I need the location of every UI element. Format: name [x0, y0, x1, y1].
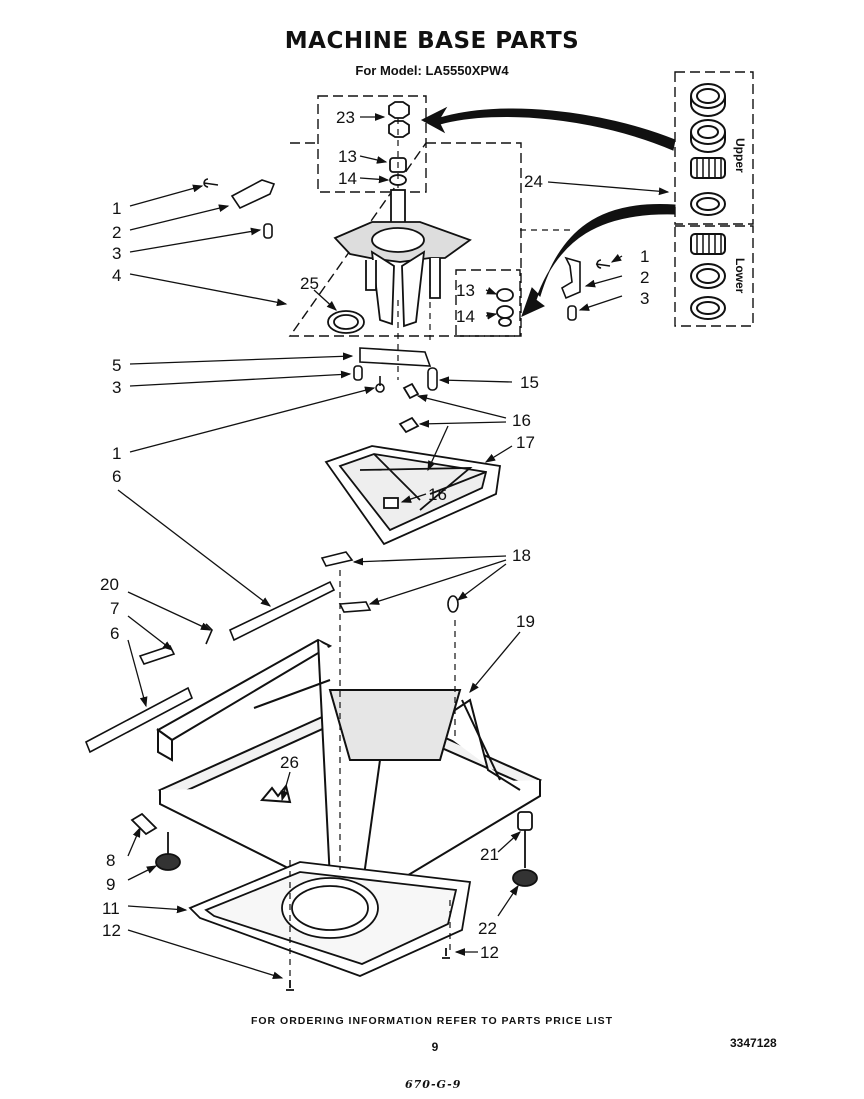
- callout-8: 8: [106, 851, 115, 870]
- alignment-dashed-lines: [289, 118, 570, 980]
- callout-leader-lines: [117, 113, 670, 980]
- callout-22: 22: [478, 919, 497, 938]
- callout-14-lower: 14: [456, 307, 475, 326]
- bearing-kit-panel: [690, 83, 726, 320]
- callout-24: 24: [524, 172, 543, 191]
- callout-18: 18: [512, 546, 531, 565]
- model-subtitle: For Model: LA5550XPW4: [355, 63, 509, 78]
- gearcase-parts: [327, 101, 514, 334]
- upper-bearings-label: Upper: [733, 138, 747, 173]
- callout-6-lower: 6: [110, 624, 119, 643]
- callout-15: 15: [520, 373, 539, 392]
- frame-17-and-pads-16: [324, 382, 502, 546]
- callout-26: 26: [280, 753, 299, 772]
- upper-needle-bearing: [690, 157, 726, 179]
- machine-base-frame-19: [156, 638, 543, 906]
- callout-1-bolt: 1: [112, 444, 121, 463]
- curved-pointer-arrows: [420, 106, 676, 317]
- lower-bearing-1: [690, 263, 726, 289]
- page-title: MACHINE BASE PARTS: [284, 28, 580, 54]
- callout-3-strap: 3: [112, 378, 121, 397]
- callout-16: 16: [512, 411, 531, 430]
- callout-21: 21: [480, 845, 499, 864]
- callout-numbers: 1 2 3 4 23 13 14 24 1 2 3 25 13 14 5 3 1…: [100, 108, 649, 962]
- upper-seal-ring: [690, 192, 726, 216]
- callout-3: 3: [112, 244, 121, 263]
- upper-bearing-1: [690, 83, 726, 117]
- page-number: 9: [431, 1040, 439, 1054]
- callout-17: 17: [516, 433, 535, 452]
- callout-13: 13: [338, 147, 357, 166]
- callout-6-upper: 6: [112, 467, 121, 486]
- brake-strap-hardware: [353, 347, 438, 393]
- callout-1: 1: [112, 199, 121, 218]
- callout-13-lower: 13: [456, 281, 475, 300]
- callout-11: 11: [102, 899, 120, 918]
- right-clip-hardware: [561, 256, 611, 321]
- document-number: 3347128: [730, 1036, 777, 1050]
- left-clip-hardware: [203, 178, 276, 239]
- callout-9: 9: [106, 875, 115, 894]
- callout-12-right: 12: [480, 943, 499, 962]
- callout-20: 20: [100, 575, 119, 594]
- callout-3-right: 3: [640, 289, 649, 308]
- callout-25: 25: [300, 274, 319, 293]
- lower-bearing-2: [690, 296, 726, 320]
- legs-and-base-pan: [130, 811, 538, 991]
- ordering-info-note: FOR ORDERING INFORMATION REFER TO PARTS …: [250, 1015, 614, 1027]
- callout-4: 4: [112, 266, 121, 285]
- gearcase-assembly-box: [288, 71, 754, 337]
- callout-2: 2: [112, 223, 121, 242]
- callout-12-left: 12: [102, 921, 121, 940]
- callout-23: 23: [336, 108, 355, 127]
- upper-bearing-2: [690, 119, 726, 153]
- callout-19: 19: [516, 612, 535, 631]
- callout-16-frame: 16: [428, 485, 447, 504]
- callout-7: 7: [110, 599, 119, 618]
- callout-2-right: 2: [640, 268, 649, 287]
- callout-5: 5: [112, 356, 121, 375]
- lower-bearings-label: Lower: [733, 258, 747, 294]
- callout-14: 14: [338, 169, 357, 188]
- callout-1-right: 1: [640, 247, 649, 266]
- lower-needle-bearing: [690, 233, 726, 255]
- handwritten-note: 670-G-9: [405, 1078, 462, 1091]
